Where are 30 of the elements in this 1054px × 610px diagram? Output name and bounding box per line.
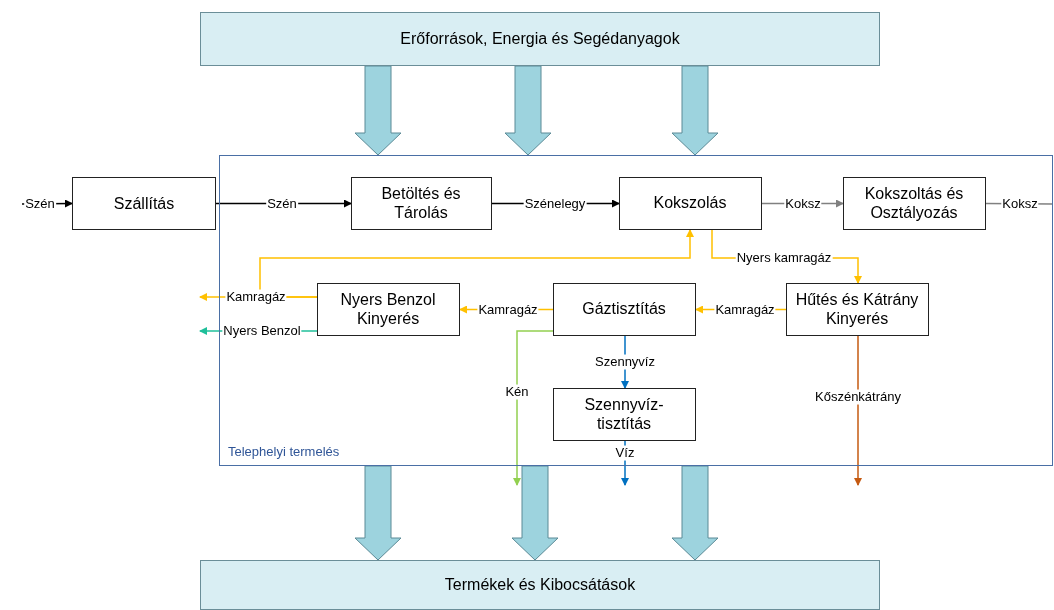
edge-label: Szennyvíz xyxy=(594,354,656,370)
block-arrow xyxy=(511,465,559,561)
process-box: Betöltés és Tárolás xyxy=(350,176,492,230)
arrow xyxy=(854,335,862,486)
edge-label: Kamragáz xyxy=(714,302,776,318)
process-box: Nyers Benzol Kinyerés xyxy=(316,282,460,336)
process-box: Hűtés és Kátrány Kinyerés xyxy=(785,282,929,336)
block-arrow xyxy=(354,65,402,156)
band-box: Termékek és Kibocsátások xyxy=(200,560,880,610)
edge-label: Nyers Benzol xyxy=(222,323,302,339)
block-arrow xyxy=(671,465,719,561)
edge-label: Víz xyxy=(614,445,636,461)
edge-label: Kamragáz xyxy=(477,302,539,318)
block-arrow xyxy=(671,65,719,156)
arrow xyxy=(513,330,554,486)
process-box: Kokszoltás és Osztályozás xyxy=(842,176,986,230)
edge-label: Szénelegy xyxy=(523,196,587,212)
group-heading: Telephelyi termelés xyxy=(228,444,340,459)
edge-label: Nyers kamragáz xyxy=(735,250,833,266)
process-box: Gáztisztítás xyxy=(552,282,696,336)
process-box: Kokszolás xyxy=(618,176,762,230)
arrow xyxy=(259,229,694,298)
band-box: Erőforrások, Energia és Segédanyagok xyxy=(200,12,880,66)
edge-label: Kamragáz xyxy=(225,289,287,305)
edge-label: Kén xyxy=(504,384,530,400)
process-box: Szállítás xyxy=(72,177,216,230)
block-arrow xyxy=(504,65,552,156)
block-arrow xyxy=(354,465,402,561)
edge-label: Kőszénkátrány xyxy=(814,389,902,405)
process-box: Szennyvíz-tisztítás xyxy=(552,387,696,441)
